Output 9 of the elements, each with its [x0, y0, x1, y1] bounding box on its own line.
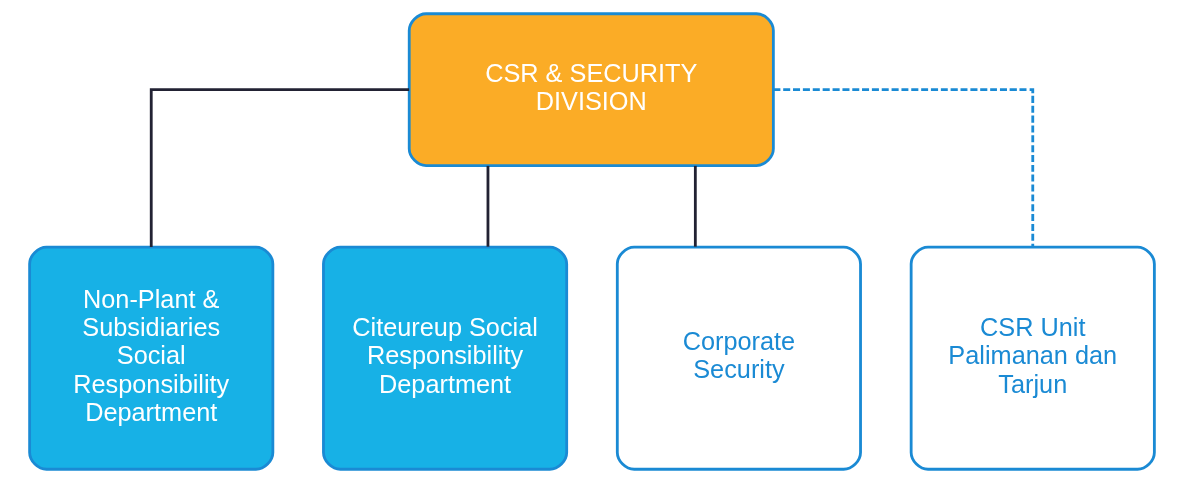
connector [773, 88, 1035, 248]
node-box: Citeureup Social Responsibility Department [322, 245, 569, 471]
node-box: CSR & SECURITY DIVISION [407, 12, 775, 167]
connector [149, 88, 410, 248]
node-box: CSR Unit Palimanan dan Tarjun [909, 245, 1156, 471]
connector [693, 165, 697, 247]
connector [486, 165, 490, 247]
node-box: Non-Plant & Subsidiaries Social Responsibility Department [28, 245, 275, 471]
node-box: Corporate Security [615, 245, 862, 471]
